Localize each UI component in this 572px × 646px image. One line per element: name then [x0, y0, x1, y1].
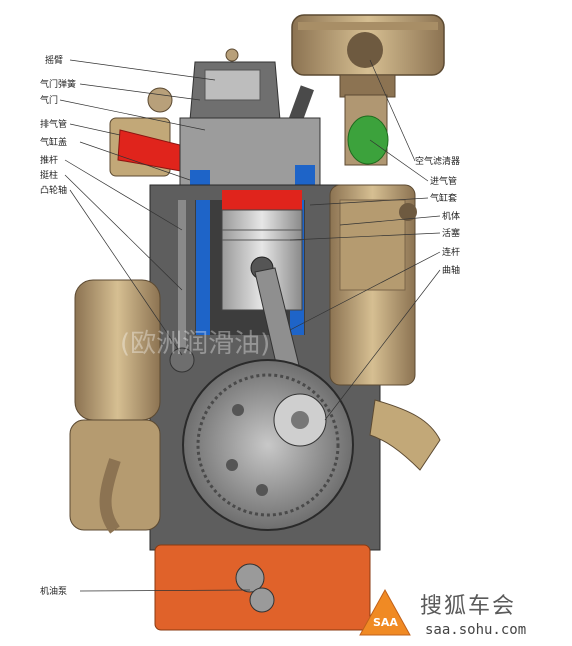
label-engine-block: 机体 [442, 210, 460, 222]
label-valve: 气门 [40, 94, 58, 106]
label-piston: 活塞 [442, 227, 460, 239]
label-cylinder-liner: 气缸套 [430, 192, 457, 204]
air-cleaner [291, 14, 445, 98]
labels-left: 摇臂 气门弹簧 气门 排气管 气缸盖 推杆 挺柱 凸轮轴 机油泵 [40, 54, 76, 597]
label-connecting-rod: 连杆 [442, 246, 460, 258]
crankshaft [182, 359, 354, 531]
labels-right: 空气滤清器 进气管 气缸套 机体 活塞 连杆 曲轴 [415, 155, 460, 276]
label-tappet: 挺柱 [40, 169, 58, 181]
overlay-watermark: (欧洲润滑油) [120, 329, 270, 359]
label-cylinder-head: 气缸盖 [40, 136, 67, 148]
brand-watermark: SAA 搜狐车会 saa.sohu.com [359, 588, 526, 638]
valve-cover [189, 48, 281, 121]
brand-text: 搜狐车会 [420, 594, 516, 619]
label-air-cleaner: 空气滤清器 [415, 155, 460, 167]
label-intake-pipe: 进气管 [430, 175, 457, 187]
oil-sump [154, 544, 371, 631]
leader-lines-right [289, 59, 441, 421]
label-exhaust-pipe: 排气管 [40, 118, 67, 130]
label-push-rod: 推杆 [40, 154, 58, 166]
badge-text: SAA [373, 616, 398, 629]
push-rods [169, 200, 195, 373]
label-crankshaft: 曲轴 [442, 264, 460, 276]
oil-filter [69, 279, 161, 534]
label-valve-spring: 气门弹簧 [40, 78, 76, 90]
label-camshaft: 凸轮轴 [40, 184, 67, 196]
label-oil-pump: 机油泵 [40, 585, 67, 597]
leader-lines-left [59, 59, 251, 592]
brand-url: saa.sohu.com [425, 622, 526, 638]
label-rocker-arm: 摇臂 [45, 54, 63, 66]
